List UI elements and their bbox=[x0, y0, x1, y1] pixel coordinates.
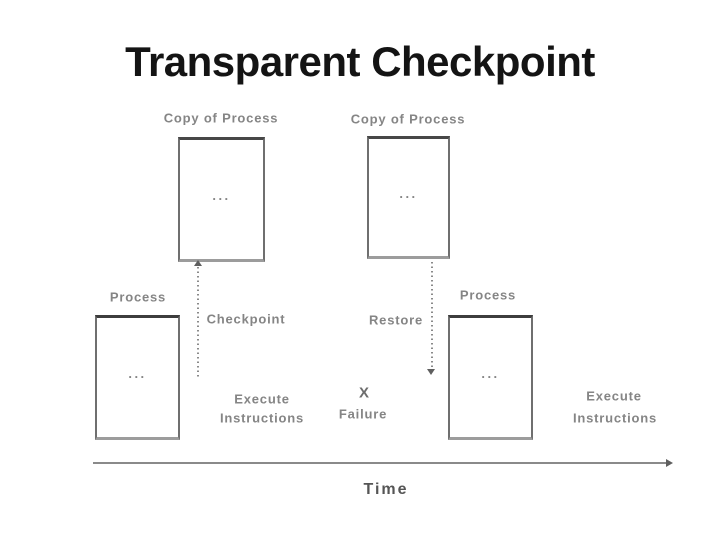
execute-instructions-label-left-line1: Execute bbox=[234, 391, 290, 407]
checkpoint-label: Checkpoint bbox=[206, 311, 286, 327]
failure-x-icon: X bbox=[358, 384, 370, 402]
arrow-up-icon bbox=[194, 260, 202, 266]
arrow-down-icon bbox=[427, 369, 435, 375]
ellipsis-contents: ... bbox=[399, 186, 418, 201]
time-axis-label: Time bbox=[363, 481, 409, 498]
process-box-right: ... bbox=[448, 315, 533, 440]
ellipsis-contents: ... bbox=[481, 366, 500, 381]
slide-title: Transparent Checkpoint bbox=[125, 38, 595, 85]
ellipsis-contents: ... bbox=[128, 366, 147, 381]
process-box-left: ... bbox=[95, 315, 180, 440]
process-label-right: Process bbox=[459, 287, 517, 303]
time-axis-line bbox=[93, 462, 667, 464]
execute-instructions-label-left-line2: Instructions bbox=[220, 410, 304, 426]
ellipsis-contents: ... bbox=[212, 188, 231, 203]
arrow-right-icon bbox=[666, 459, 673, 467]
execute-instructions-label-right-line2: Instructions bbox=[573, 410, 657, 426]
execute-instructions-label-right-line1: Execute bbox=[586, 388, 642, 404]
copy-of-process-box-left: ... bbox=[178, 137, 265, 262]
restore-dotted-line bbox=[431, 262, 433, 368]
copy-of-process-label-left: Copy of Process bbox=[163, 110, 279, 126]
restore-label: Restore bbox=[368, 312, 424, 328]
failure-label: Failure bbox=[338, 406, 388, 422]
process-label-left: Process bbox=[109, 289, 167, 305]
copy-of-process-label-right: Copy of Process bbox=[350, 111, 466, 127]
checkpoint-dotted-line bbox=[197, 267, 199, 379]
copy-of-process-box-right: ... bbox=[367, 136, 450, 259]
